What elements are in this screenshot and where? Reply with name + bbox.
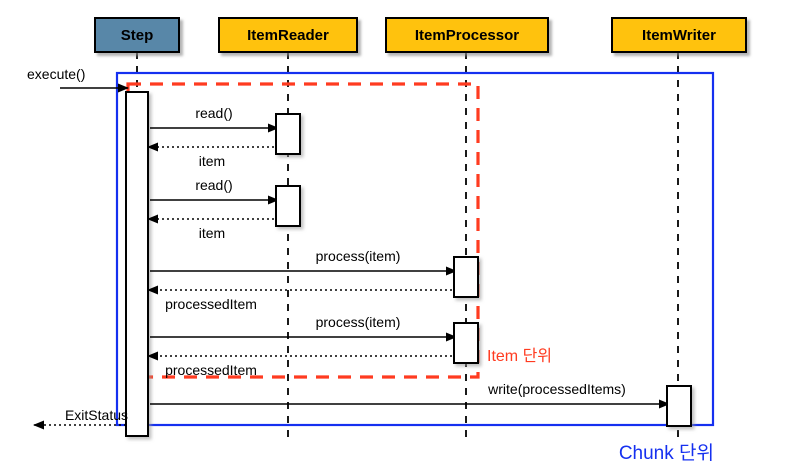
message-label-item-2: item bbox=[199, 225, 225, 241]
activation-itemprocessor-1 bbox=[453, 256, 479, 298]
participant-itemreader[interactable]: ItemReader bbox=[218, 17, 358, 53]
participant-box-itemwriter[interactable] bbox=[611, 17, 747, 53]
participant-itemwriter[interactable]: ItemWriter bbox=[611, 17, 747, 53]
message-exitstatus: ExitStatus bbox=[33, 407, 128, 430]
participant-box-itemreader[interactable] bbox=[218, 17, 358, 53]
message-item-1: item bbox=[147, 142, 274, 169]
message-label-item-1: item bbox=[199, 153, 225, 169]
message-read-2: read() bbox=[150, 177, 279, 205]
participant-label-itemprocessor: ItemProcessor bbox=[415, 27, 519, 44]
message-item-2: item bbox=[147, 214, 274, 241]
message-process-1: process(item) bbox=[150, 248, 457, 276]
message-processeditem-1: processedItem bbox=[147, 285, 452, 312]
activation-itemreader-2 bbox=[275, 185, 301, 227]
message-label-read-1: read() bbox=[195, 105, 232, 121]
activation-itemwriter-1 bbox=[666, 385, 692, 427]
message-label-execute: execute() bbox=[27, 66, 85, 82]
message-write: write(processedItems) bbox=[150, 381, 670, 409]
participant-box-itemprocessor[interactable] bbox=[385, 17, 549, 53]
participant-box-step[interactable] bbox=[94, 17, 180, 53]
message-label-process-1: process(item) bbox=[316, 248, 401, 264]
message-label-process-2: process(item) bbox=[316, 314, 401, 330]
participant-label-itemwriter: ItemWriter bbox=[642, 27, 716, 44]
message-execute: execute() bbox=[27, 66, 129, 93]
activation-itemprocessor-2 bbox=[453, 322, 479, 364]
participant-label-itemreader: ItemReader bbox=[247, 27, 329, 44]
message-processeditem-2: processedItem bbox=[147, 351, 452, 378]
activation-step bbox=[125, 91, 149, 437]
activation-itemreader-1 bbox=[275, 113, 301, 155]
participant-label-step: Step bbox=[121, 27, 154, 44]
message-label-processeditem-1: processedItem bbox=[165, 296, 257, 312]
chunk-frame bbox=[115, 71, 715, 427]
item-frame-label: Item 단위 bbox=[487, 347, 552, 365]
message-read-1: read() bbox=[150, 105, 279, 133]
message-process-2: process(item) bbox=[150, 314, 457, 342]
chunk-frame-label: Chunk 단위 bbox=[619, 442, 714, 464]
message-label-processeditem-2: processedItem bbox=[165, 362, 257, 378]
message-label-exitstatus: ExitStatus bbox=[65, 407, 128, 423]
participant-step[interactable]: Step bbox=[94, 17, 180, 53]
item-frame bbox=[126, 82, 480, 379]
participant-itemprocessor[interactable]: ItemProcessor bbox=[385, 17, 549, 53]
message-label-write: write(processedItems) bbox=[487, 381, 626, 397]
message-label-read-2: read() bbox=[195, 177, 232, 193]
